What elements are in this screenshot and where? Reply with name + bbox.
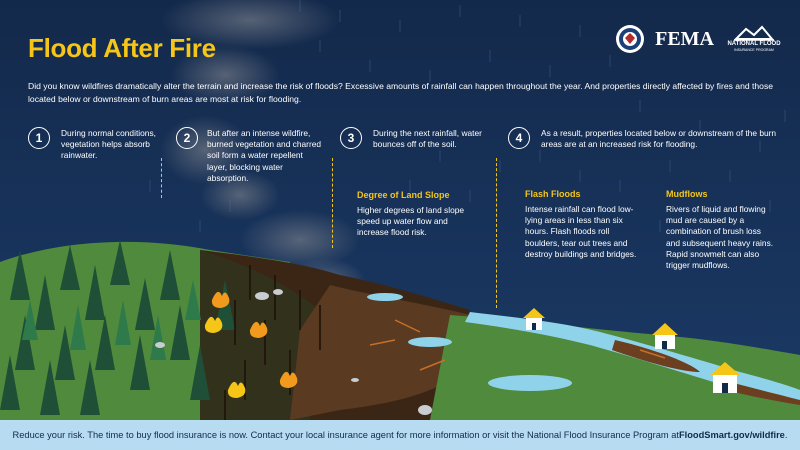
- step-2-text: But after an intense wildfire, burned ve…: [207, 128, 322, 183]
- lowland: [430, 315, 800, 420]
- house: [523, 308, 545, 330]
- flash-floods-text: Intense rainfall can flood low-lying are…: [525, 204, 637, 259]
- divider-2: [332, 158, 333, 248]
- nfip-name: NATIONAL FLOOD: [727, 41, 781, 47]
- step-2-number: 2: [176, 127, 198, 149]
- step-4-text: As a result, properties located below or…: [541, 128, 777, 150]
- debris-logs: [369, 319, 666, 371]
- step-3-number: 3: [340, 127, 362, 149]
- slope-callout-text: Higher degrees of land slope speed up wa…: [357, 205, 465, 238]
- step-1-text: During normal conditions, vegetation hel…: [61, 128, 156, 161]
- fema-logo: FEMA: [655, 27, 714, 50]
- house: [710, 362, 740, 393]
- fires: [204, 291, 298, 398]
- flood-after-fire-illustration: [0, 0, 800, 420]
- divider-3: [496, 158, 497, 308]
- divider-1: [161, 158, 162, 198]
- step-4-number: 4: [508, 127, 530, 149]
- house-logo-icon: [734, 25, 774, 41]
- mudflows-text: Rivers of liquid and flowing mud are cau…: [666, 204, 774, 271]
- nfip-subtitle: INSURANCE PROGRAM: [734, 48, 774, 52]
- puddle: [408, 337, 452, 347]
- nfip-logo: NATIONAL FLOOD INSURANCE PROGRAM: [724, 25, 784, 53]
- logo-group: FEMA NATIONAL FLOOD INSURANCE PROGRAM: [615, 24, 784, 54]
- puddle: [488, 375, 572, 391]
- footer-bar: Reduce your risk. The time to buy flood …: [0, 420, 800, 450]
- page-title: Flood After Fire: [28, 33, 216, 63]
- intro-paragraph: Did you know wildfires dramatically alte…: [28, 81, 774, 104]
- footer-text: Reduce your risk. The time to buy flood …: [12, 430, 679, 440]
- floodsmart-link[interactable]: FloodSmart.gov/wildfire: [678, 430, 785, 440]
- footer-end: .: [784, 430, 788, 440]
- house: [652, 323, 678, 349]
- dhs-seal-icon: [616, 25, 645, 53]
- step-3-text: During the next rainfall, water bounces …: [373, 128, 482, 150]
- rain: [149, 0, 786, 262]
- light-trees: [22, 280, 201, 360]
- healthy-trees: [0, 240, 235, 415]
- mudflow: [290, 285, 481, 420]
- puddle: [367, 293, 403, 301]
- flash-floods-title: Flash Floods: [525, 189, 581, 199]
- slope-callout-title: Degree of Land Slope: [357, 190, 450, 200]
- rocks: [155, 289, 432, 415]
- mudflows-title: Mudflows: [666, 189, 708, 199]
- step-1-number: 1: [28, 127, 50, 149]
